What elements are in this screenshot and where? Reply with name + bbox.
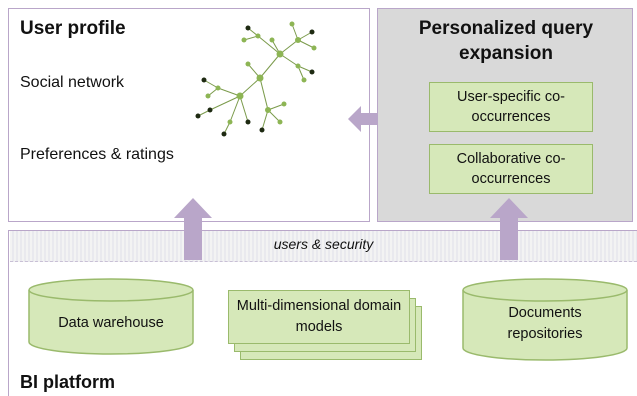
bi-platform-title: BI platform [20,372,116,392]
database-cylinder-icon [28,278,194,355]
security-bar [10,231,637,262]
domain-models-label: Multi-dimensional domain models [236,298,402,335]
up-arrow-icon [174,198,212,260]
user-profile-title: User profile [20,18,126,39]
documents-repositories-label: Documents repositories [507,305,583,342]
collaborative-cooccurrences-box: Collaborative co-occurrences [429,144,593,194]
database-cylinder-icon [462,278,628,361]
query-expansion-title: Personalized query expansion [418,18,594,64]
data-warehouse-label: Data warehouse [58,315,164,331]
up-arrow-icon [490,198,528,260]
social-network-label: Social network [20,74,125,91]
user-profile-panel [8,8,370,222]
user-specific-cooccurrences-box: User-specific co-occurrences [429,82,593,132]
preferences-ratings-label: Preferences & ratings [20,146,174,163]
social-network-graph-icon [195,21,317,137]
domain-models-card [228,290,410,344]
security-label: users & security [273,236,374,252]
